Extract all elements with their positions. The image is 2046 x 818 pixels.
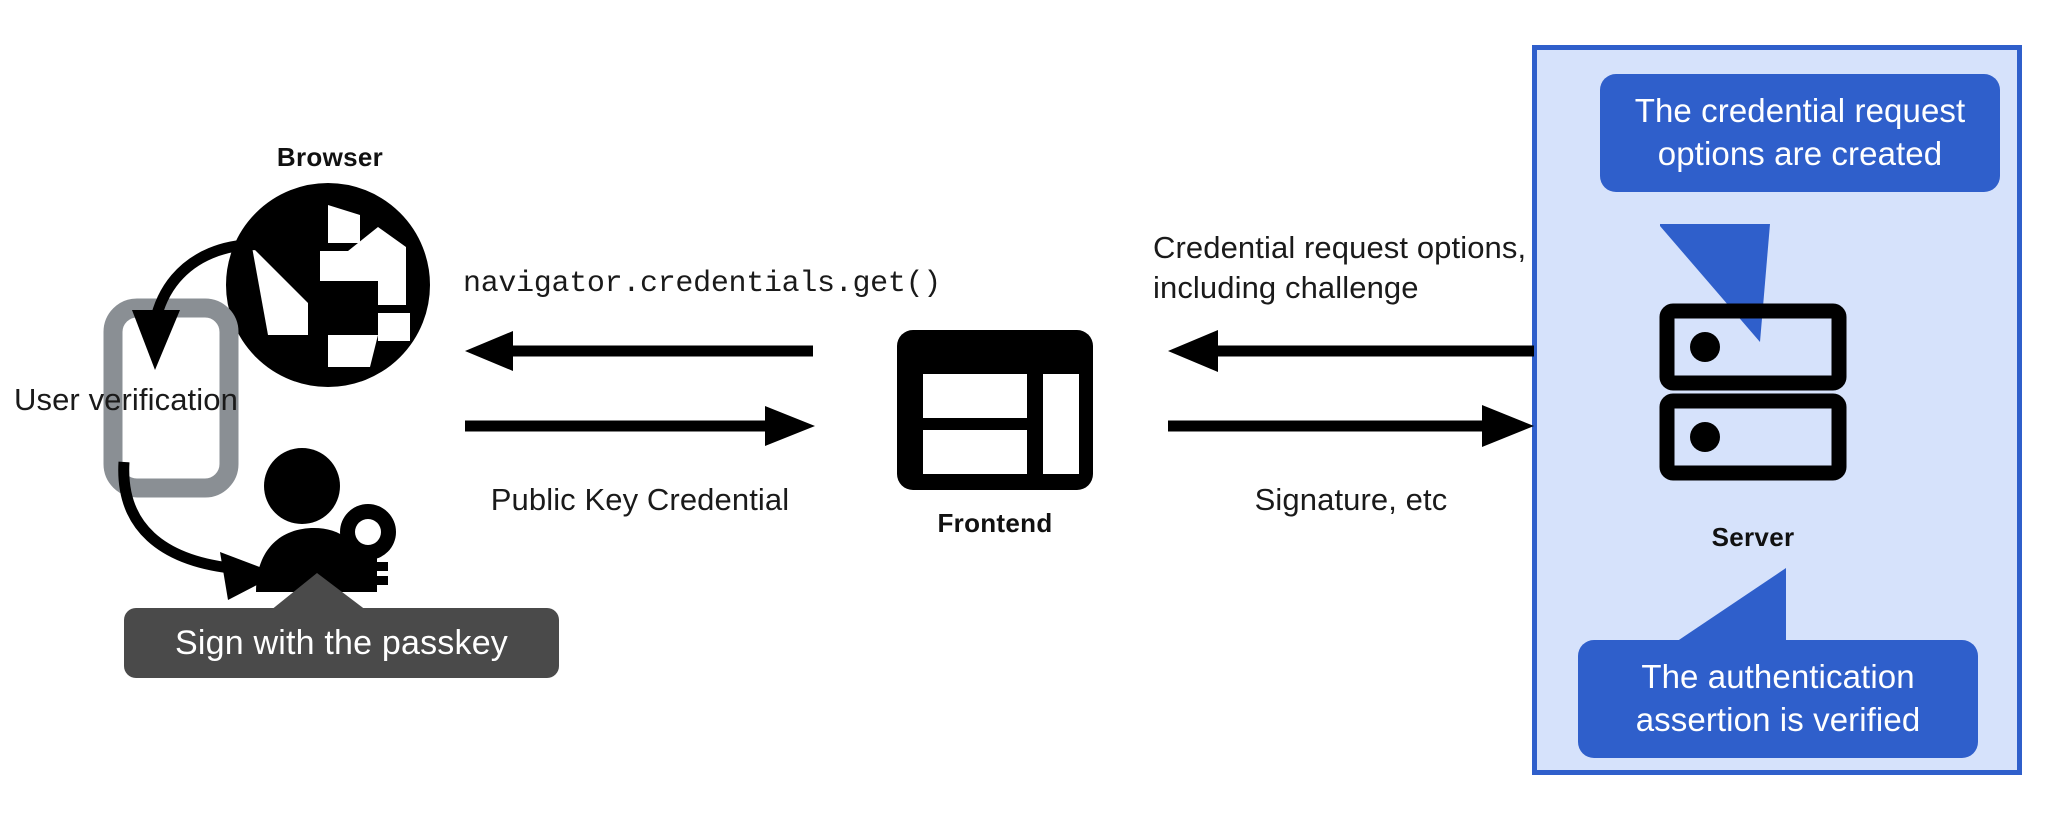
dashboard-layout-icon	[897, 330, 1093, 490]
arrow-right-bottom-left-section	[465, 406, 815, 446]
callout-bottom-line1: The authentication	[1641, 658, 1915, 695]
frontend-label: Frontend	[937, 508, 1053, 538]
smartphone-icon	[103, 298, 239, 498]
passkey-tooltip: Sign with the passkey	[124, 608, 559, 678]
callout-credential-request-options: The credential request options are creat…	[1600, 74, 2000, 192]
arrow-frontend-to-server	[1168, 405, 1534, 447]
server-label: Server	[1711, 522, 1795, 552]
navigator-credentials-get-label: navigator.credentials.get()	[463, 267, 941, 301]
person-with-key-icon	[256, 448, 396, 592]
credential-request-options-line2: including challenge	[1153, 269, 1419, 305]
signature-etc-label: Signature, etc	[1254, 482, 1448, 517]
globe-icon	[226, 183, 430, 387]
callout-bottom-line2: assertion is verified	[1635, 700, 1921, 738]
user-verification-label: User verification	[14, 382, 238, 417]
callout-authentication-assertion: The authentication assertion is verified	[1578, 640, 1978, 758]
arrow-server-to-frontend	[1168, 330, 1534, 372]
callout-top-line2: options are created	[1657, 134, 1943, 172]
callout-bottom-tail	[1658, 568, 1786, 656]
credential-request-options-line1: Credential request options,	[1153, 230, 1527, 265]
arrow-left-top	[465, 331, 813, 371]
arrow-phone-to-user	[118, 461, 278, 600]
public-key-credential-label: Public Key Credential	[490, 482, 790, 517]
credential-request-options-label: Credential request options, including ch…	[1153, 228, 1553, 307]
callout-top-line1: The credential request	[1634, 92, 1966, 129]
server-racks-icon	[1659, 303, 1847, 481]
browser-label: Browser	[276, 142, 384, 172]
arrow-browser-to-phone	[132, 239, 302, 370]
